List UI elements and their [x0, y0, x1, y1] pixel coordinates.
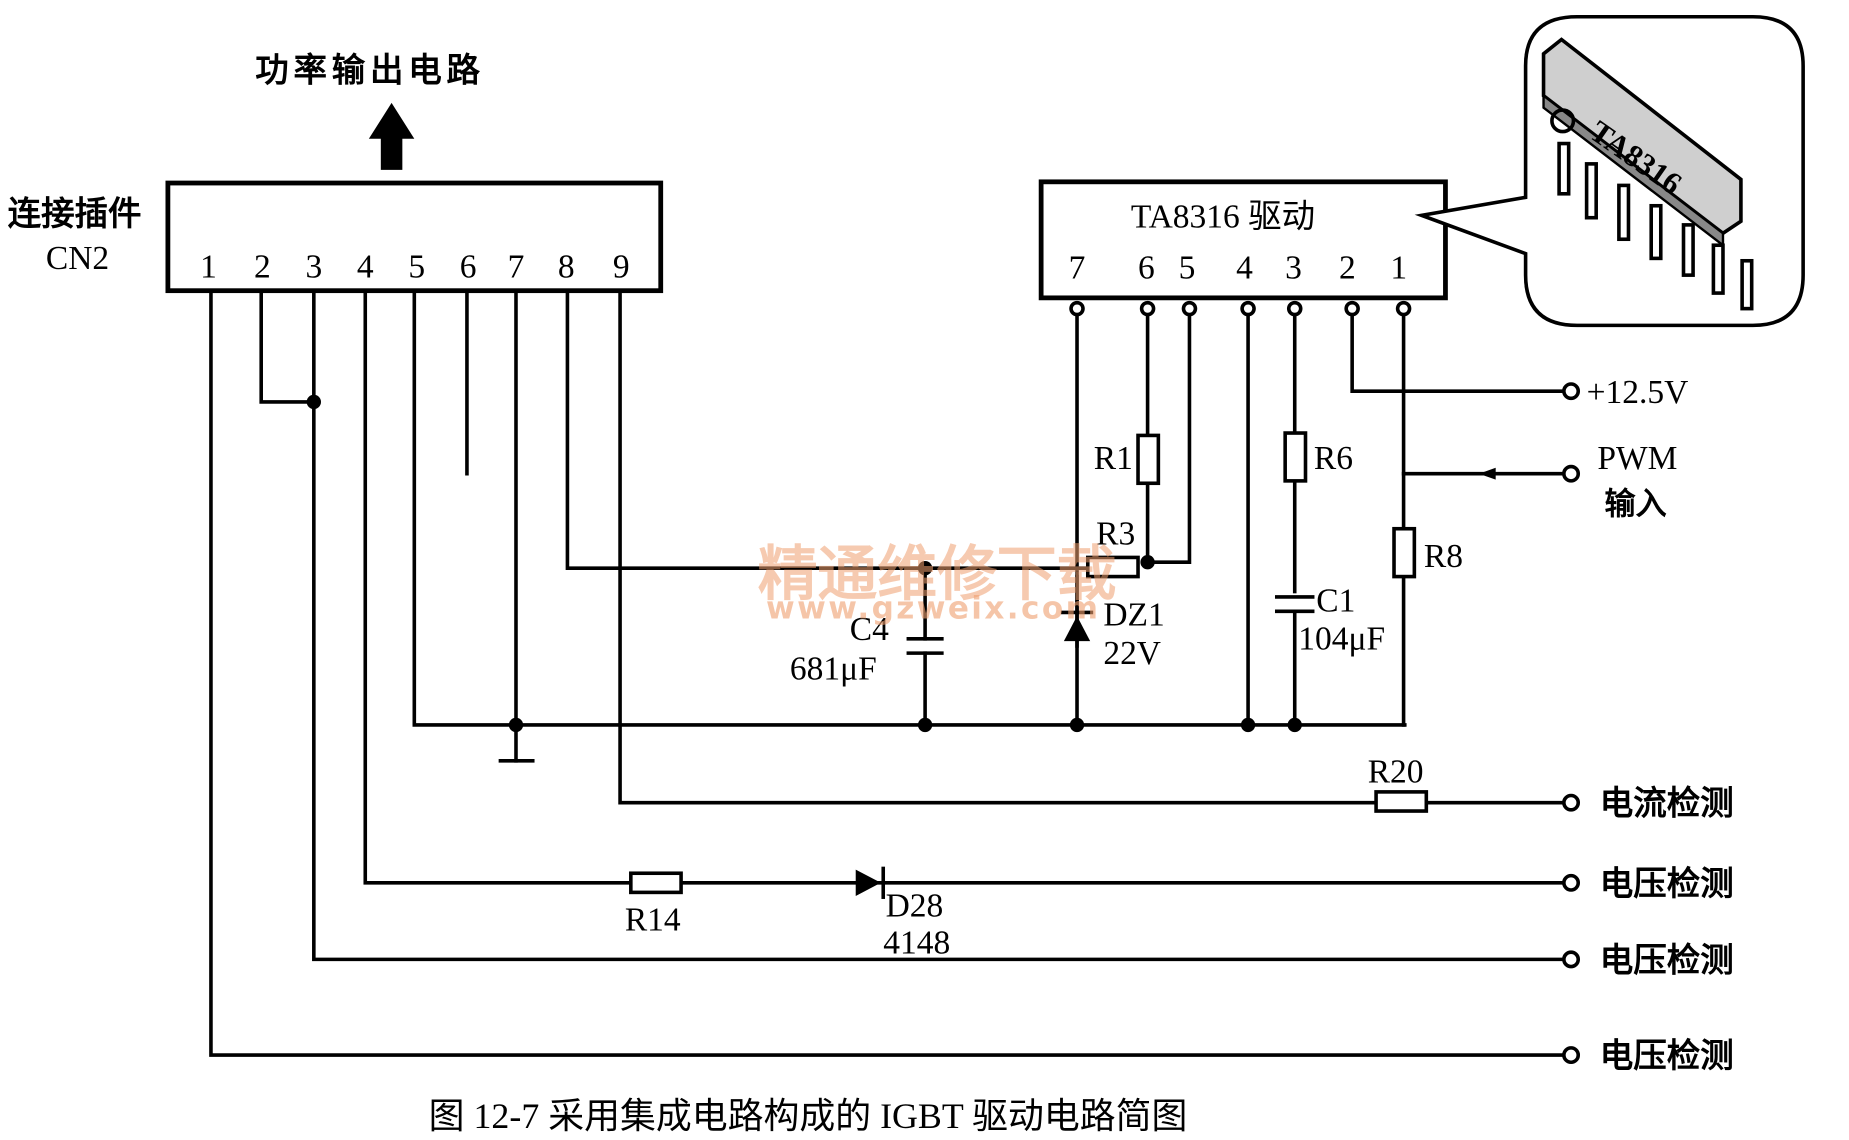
cn2-wiring [209, 290, 1567, 1057]
cn2-pin-7: 7 [508, 249, 525, 286]
up-arrow-icon [368, 102, 415, 170]
dz1-value: 22V [1103, 635, 1161, 672]
voltage-detect-label-2: 电压检测 [1600, 940, 1734, 979]
c4-value: 681μF [790, 650, 877, 687]
connector-label: 连接插件 [8, 194, 142, 233]
chip-package-icon: TA8316 [1541, 37, 1754, 311]
ic-pin-3: 3 [1285, 250, 1302, 287]
ic-pin-6: 6 [1138, 250, 1155, 287]
r8-label: R8 [1424, 538, 1463, 575]
connector-cn2: 连接插件 CN2 1 2 3 4 5 6 7 8 9 [8, 180, 664, 294]
d28-value: 4148 [883, 924, 950, 961]
ic-wiring [917, 300, 1567, 733]
driver-ic-body [1038, 179, 1448, 301]
cn2-pin-2: 2 [254, 249, 271, 286]
connector-body [165, 180, 664, 294]
voltage-detect-label-3: 电压检测 [1600, 1036, 1734, 1075]
current-detect-label: 电流检测 [1600, 784, 1734, 823]
pwm-arrow-icon [1478, 467, 1496, 480]
resistor-r3: R3 [1085, 515, 1140, 579]
cn2-pin-6: 6 [460, 249, 477, 286]
voltage-detect-label-1: 电压检测 [1600, 864, 1734, 903]
cn2-pin-4: 4 [357, 249, 374, 286]
ic-pin-7: 7 [1069, 250, 1086, 287]
resistor-r8: R8 [1392, 526, 1463, 579]
cn2-pin-3: 3 [305, 249, 322, 286]
watermark-text-cn: 精通维修下载 [758, 540, 1117, 610]
power-output-label: 功率输出电路 [255, 50, 485, 89]
r1-label: R1 [1094, 440, 1133, 477]
capacitor-c4: C4 681μF [790, 566, 944, 727]
r20-label: R20 [1368, 753, 1424, 790]
c4-label: C4 [850, 611, 889, 648]
terminal-voltage-detect-1: 电压检测 [1562, 864, 1734, 903]
c1-value: 104μF [1298, 621, 1385, 658]
zener-dz1: DZ1 22V [1060, 574, 1165, 672]
chip-callout: TA8316 [1414, 14, 1805, 328]
terminal-vcc: +12.5V [1562, 374, 1689, 411]
terminal-pwm-input: PWM 输入 [1562, 440, 1677, 522]
driver-ic-ta8316: TA8316 驱动 7 6 5 4 3 2 1 [1038, 179, 1448, 301]
pwm-input-label: 输入 [1605, 486, 1667, 522]
d28-label: D28 [886, 887, 944, 924]
cn2-pin-9: 9 [613, 249, 630, 286]
terminal-voltage-detect-2: 电压检测 [1562, 940, 1734, 979]
watermark-text-url: www.gzweix.com [766, 590, 1100, 626]
c1-label: C1 [1316, 582, 1355, 619]
terminal-voltage-detect-3: 电压检测 [1562, 1036, 1734, 1075]
terminal-current-detect: 电流检测 [1562, 784, 1734, 823]
ic-pin-2: 2 [1339, 250, 1356, 287]
driver-ic-title: TA8316 驱动 [1131, 198, 1315, 235]
cn2-pin-1: 1 [200, 249, 217, 286]
ic-pin-1: 1 [1390, 250, 1407, 287]
diode-d28: D28 4148 [855, 866, 950, 961]
ic-pin-4: 4 [1236, 250, 1253, 287]
resistor-r20: R20 [1368, 753, 1429, 813]
resistor-r1: R1 [1094, 433, 1161, 486]
resistor-r14: R14 [625, 871, 683, 939]
watermark: 精通维修下载 www.gzweix.com [758, 540, 1117, 627]
resistor-r6: R6 [1283, 431, 1353, 483]
vcc-label: +12.5V [1587, 374, 1689, 411]
capacitor-c1: C1 104μF [1274, 582, 1385, 658]
r6-label: R6 [1314, 440, 1353, 477]
r14-label: R14 [625, 902, 681, 939]
ic-pin-5: 5 [1179, 250, 1196, 287]
cn2-pin-8: 8 [558, 249, 575, 286]
connector-id: CN2 [46, 240, 109, 277]
pwm-label: PWM [1597, 440, 1677, 477]
r3-label: R3 [1096, 515, 1135, 552]
cn2-pin-5: 5 [408, 249, 425, 286]
dz1-label: DZ1 [1103, 597, 1164, 634]
figure-caption: 图 12-7 采用集成电路构成的 IGBT 驱动电路简图 [429, 1096, 1188, 1136]
